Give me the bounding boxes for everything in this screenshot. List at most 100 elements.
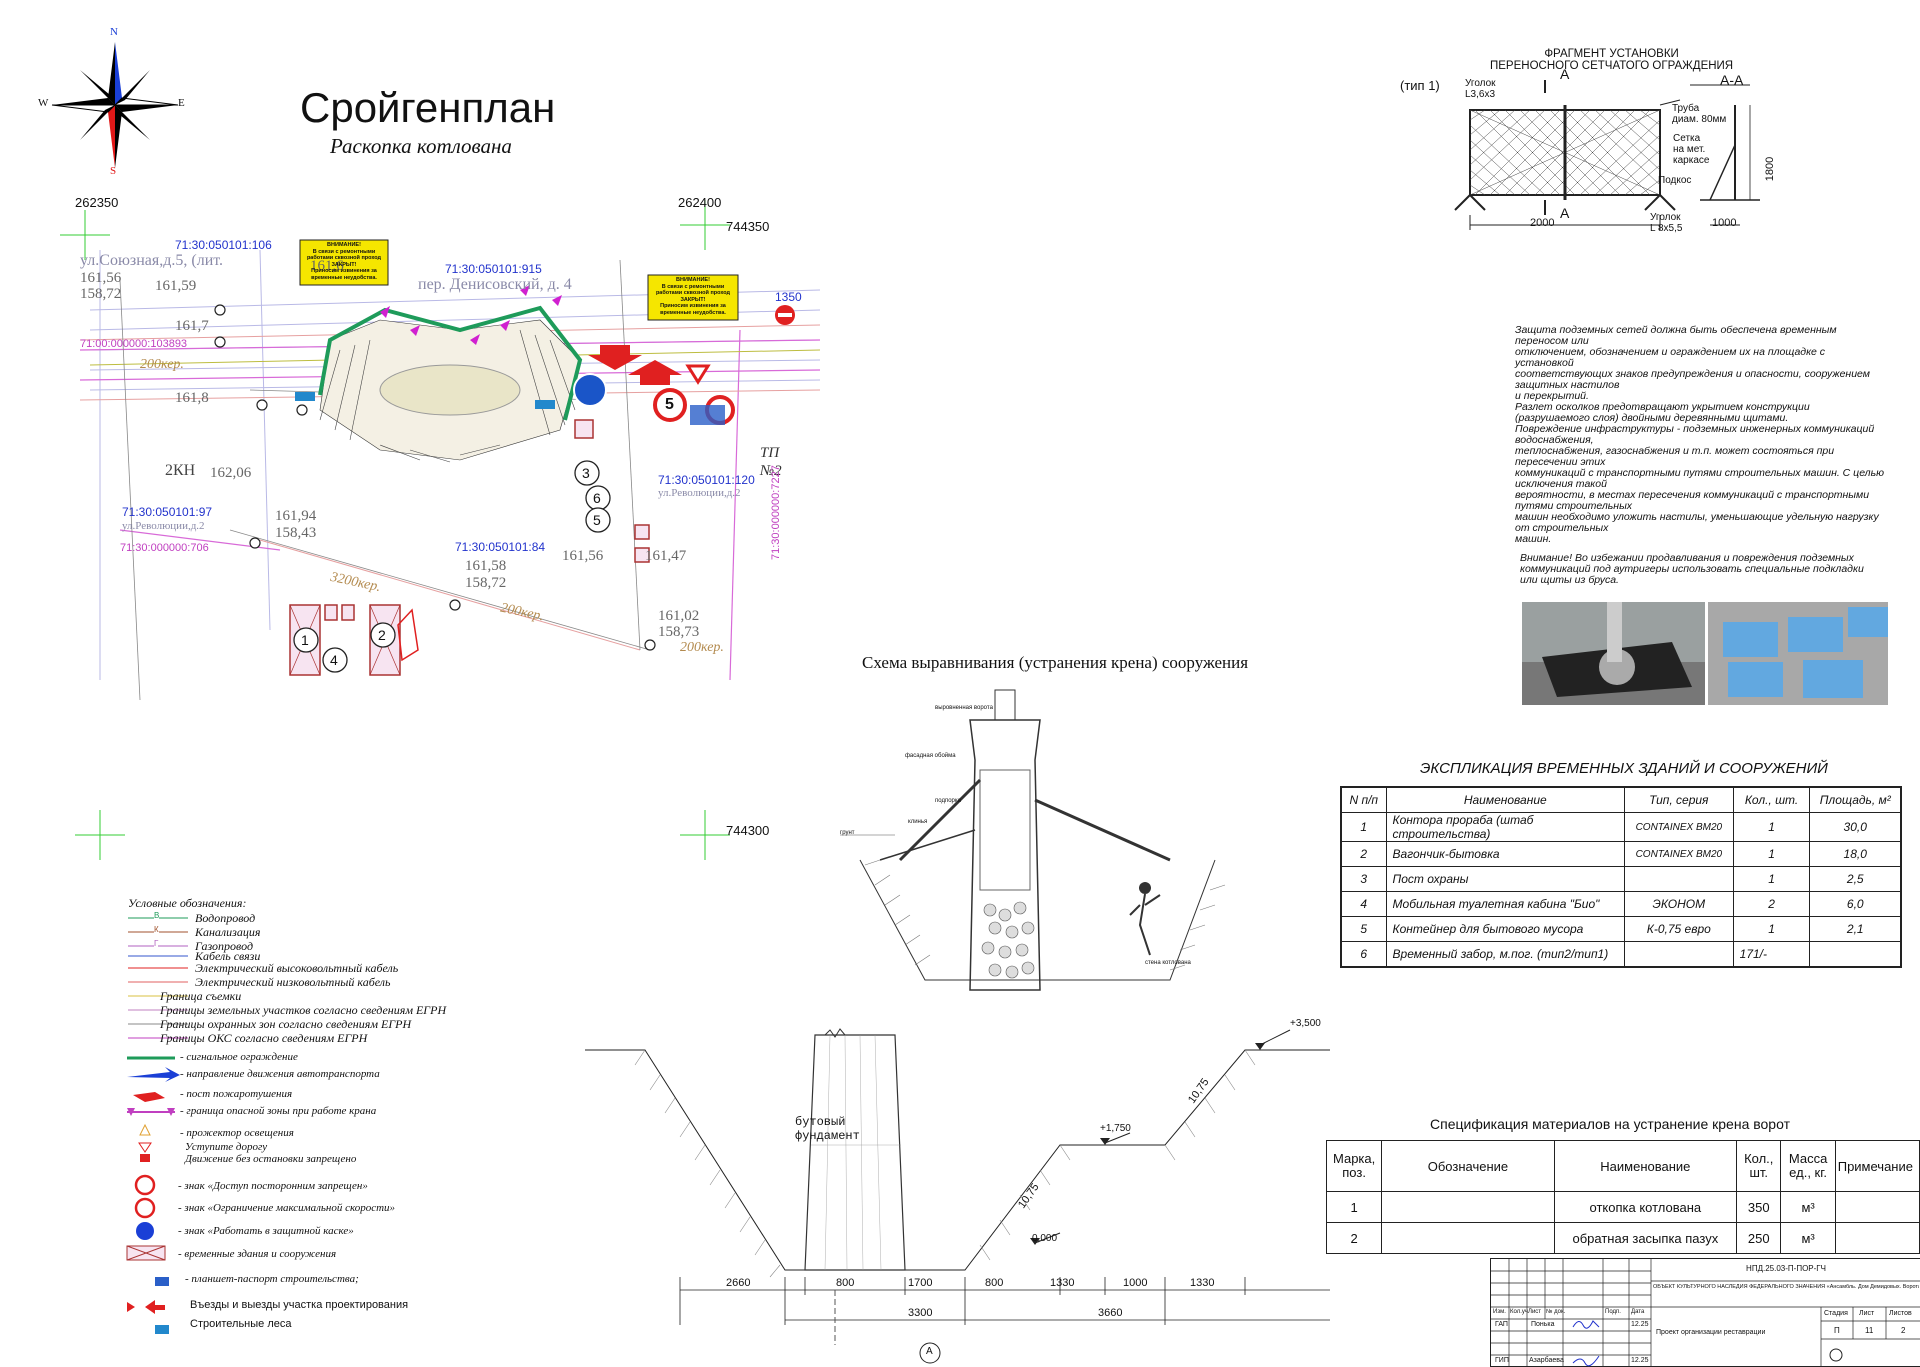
scheme-callout: подпорка — [935, 798, 961, 804]
fence-note: Уголок L 8х5,5 — [1650, 212, 1683, 234]
legend-symbol-label: Въезды и выезды участка проектирования — [190, 1299, 409, 1311]
grid-label-y1: 744350 — [726, 219, 770, 234]
plan-label: ТП — [760, 445, 780, 461]
page-title: Сройгенплан — [300, 84, 556, 131]
elevation-mark: +1,750 — [1100, 1123, 1131, 1134]
table-cell: 30,0 — [1809, 812, 1902, 842]
elev-label: 161,7 — [175, 318, 209, 334]
table-cell: 1 — [1325, 1191, 1383, 1223]
excavation-section: бутовый фундамент +3,500 +1,750 0,000 10… — [585, 1015, 1330, 1364]
protection-note: Защита подземных сетей должна быть обесп… — [1515, 324, 1885, 545]
table-cell: 1 — [1340, 812, 1387, 842]
table-cell: м³ — [1780, 1191, 1836, 1223]
stamp-role: ГИП — [1495, 1357, 1509, 1364]
building-number: 6 — [593, 490, 601, 506]
photo-road-plates — [1708, 602, 1888, 705]
table-header: Обозначение — [1381, 1140, 1555, 1192]
warning-sign: ВНИМАНИЕ! В связи с ремонтными работами … — [655, 277, 731, 316]
explication-table: N п/п Наименование Тип, серия Кол., шт. … — [1340, 786, 1902, 968]
table-header: Кол., шт. — [1732, 786, 1811, 813]
table-cell: 5 — [1340, 916, 1387, 942]
elev-label: 161,8 — [175, 390, 209, 406]
fence-note: Сетка на мет. каркасе — [1673, 133, 1710, 166]
table-cell: 6 — [1340, 941, 1387, 968]
stamp-header: Изм. — [1493, 1309, 1506, 1315]
legend-item: Границы земельных участков согласно свед… — [160, 1003, 447, 1017]
legend-symbol-label: - временные здания и сооружения — [178, 1248, 337, 1260]
stamp-header: Лист — [1528, 1309, 1542, 1315]
table-cell: Контейнер для бытового мусора — [1385, 916, 1625, 942]
legend-symbol-label: - направление движения автотранспорта — [180, 1068, 380, 1080]
grid-cross — [75, 810, 125, 860]
stamp-desc: ОБЪЕКТ КУЛЬТУРНОГО НАСЛЕДИЯ ФЕДЕРАЛЬНОГО… — [1653, 1284, 1919, 1290]
table-cell: 2 — [1325, 1222, 1383, 1254]
legend-item: Электрический низковольтный кабель — [195, 975, 391, 989]
signature-icon — [1572, 1320, 1600, 1329]
stamp-header: Стадия — [1824, 1310, 1848, 1317]
compass-e: E — [178, 97, 185, 109]
plan-label: ул.Союзная,д.5, (лит. — [80, 252, 224, 269]
spec-title: Спецификация материалов на устранение кр… — [1430, 1116, 1790, 1132]
legend-letter: К — [154, 925, 159, 934]
fence-cut: А — [1560, 205, 1570, 221]
legend-item: Водопровод — [195, 911, 256, 925]
elev-label: 158,73 — [658, 624, 700, 640]
table-cell: обратная засыпка пазух — [1553, 1222, 1738, 1254]
fence-dim: 1000 — [1712, 217, 1737, 229]
plan-label: 71:30:050101:84 — [455, 540, 546, 554]
explication-title: ЭКСПЛИКАЦИЯ ВРЕМЕННЫХ ЗДАНИЙ И СООРУЖЕНИ… — [1420, 760, 1828, 777]
table-header: Тип, серия — [1623, 786, 1734, 813]
plan-label: 71:30:050101:97 — [122, 505, 213, 519]
fence-note: Труба диам. 80мм — [1672, 103, 1727, 125]
dim-label: 800 — [985, 1277, 1004, 1289]
fence-dim: 1800 — [1764, 156, 1777, 182]
table-cell — [1834, 1191, 1920, 1223]
fence-section: А-А — [1720, 72, 1744, 88]
plan-label: 71:30:050101:106 — [175, 238, 272, 252]
legend-symbol-label: - граница опасной зоны при работе крана — [180, 1105, 377, 1117]
elev-label: 161,58 — [465, 558, 507, 574]
table-header: Кол., шт. — [1736, 1140, 1782, 1192]
stamp-header: № док. — [1546, 1309, 1566, 1315]
legend-symbol-label: - планшет-паспорт строительства; — [185, 1273, 359, 1285]
legend-symbol-label: - знак «Ограничение максимальной скорост… — [178, 1202, 396, 1214]
plan-label: 2КН — [165, 462, 196, 479]
legend-item: Электрический высоковольтный кабель — [195, 961, 399, 975]
elev-label: 161,56 — [562, 548, 604, 564]
scheme-callout: выровненная ворота — [935, 705, 993, 711]
scheme-callout: стена котлована — [1145, 960, 1191, 966]
table-header: Наименование — [1385, 786, 1625, 813]
stamp-name: Азарбаева — [1529, 1357, 1564, 1364]
legend-symbols — [126, 1056, 180, 1334]
alignment-scheme: выровненная ворота фасадная обойма подпо… — [840, 680, 1260, 991]
table-header: N п/п — [1340, 786, 1387, 813]
building-number: 2 — [378, 627, 386, 643]
table-cell: Мобильная туалетная кабина "Био" — [1385, 891, 1625, 917]
building-number: 5 — [593, 512, 601, 528]
grid-label-x2: 262400 — [678, 195, 722, 210]
building-number: 1 — [301, 632, 309, 648]
plan-label: 200кер. — [140, 357, 184, 372]
table-header: Площадь, м² — [1809, 786, 1902, 813]
table-cell: 6,0 — [1809, 891, 1902, 917]
grid-cross — [680, 810, 730, 860]
dim-label: 800 — [836, 1277, 855, 1289]
plan-label: 71:30:050101:120 — [658, 473, 755, 487]
table-cell — [1381, 1191, 1555, 1223]
signature-icon — [1572, 1355, 1600, 1367]
legend-symbol-label: - прожектор освещения — [180, 1127, 294, 1139]
elev-label: 161,56 — [80, 270, 122, 286]
table-cell: Пост охраны — [1385, 866, 1625, 892]
legend-title: Условные обозначения: — [128, 896, 247, 910]
plan-label: 71:30:050101:915 — [445, 262, 542, 276]
plan-label: 71:30:000000:706 — [120, 542, 209, 554]
compass-n: N — [110, 26, 118, 38]
elev-label: 161,47 — [645, 548, 687, 564]
photo-outrigger-pad — [1522, 602, 1705, 705]
table-cell: 1 — [1732, 916, 1811, 942]
legend-symbol-label: Движение без остановки запрещено — [185, 1153, 357, 1165]
